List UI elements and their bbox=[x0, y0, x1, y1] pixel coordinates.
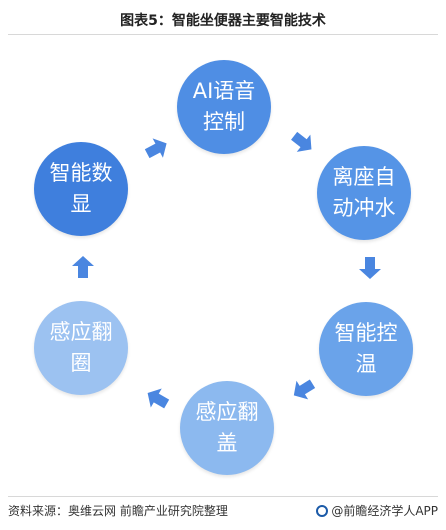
node-label: 感应翻 圈 bbox=[49, 320, 113, 375]
node-label: 智能控 温 bbox=[334, 321, 398, 376]
node-label: 智能数 显 bbox=[49, 161, 113, 216]
node-auto-lid: 感应翻 盖 bbox=[180, 381, 274, 475]
title-divider bbox=[8, 34, 438, 35]
node-ai-voice-control: AI语音 控制 bbox=[177, 60, 271, 154]
brand-credit: @前瞻经济学人APP bbox=[316, 502, 438, 519]
node-label: 离座自 动冲水 bbox=[332, 165, 396, 220]
arrow-icon bbox=[291, 131, 312, 152]
arrow-shape bbox=[291, 131, 312, 152]
arrow-shape bbox=[72, 256, 94, 278]
node-auto-seat-ring: 感应翻 圈 bbox=[34, 301, 128, 395]
arrow-icon bbox=[72, 256, 94, 278]
figure-title: 图表5：智能坐便器主要智能技术 bbox=[120, 13, 326, 29]
arrow-shape bbox=[359, 257, 381, 279]
arrow-shape bbox=[147, 388, 170, 409]
brand-text: @前瞻经济学人APP bbox=[331, 504, 438, 518]
arrow-icon bbox=[293, 379, 316, 400]
arrow-icon bbox=[147, 388, 170, 409]
arrow-icon bbox=[144, 138, 167, 159]
arrow-shape bbox=[144, 138, 167, 159]
node-temperature-control: 智能控 温 bbox=[319, 302, 413, 396]
node-digital-display: 智能数 显 bbox=[34, 142, 128, 236]
brand-logo-icon bbox=[316, 504, 329, 517]
node-auto-flush: 离座自 动冲水 bbox=[317, 146, 411, 240]
footer-divider bbox=[8, 496, 438, 497]
node-label: AI语音 控制 bbox=[192, 79, 256, 134]
arrow-shape bbox=[293, 379, 316, 400]
source-note: 资料来源：奥维云网 前瞻产业研究院整理 bbox=[8, 504, 228, 518]
arrow-icon bbox=[359, 257, 381, 279]
node-label: 感应翻 盖 bbox=[195, 400, 259, 455]
